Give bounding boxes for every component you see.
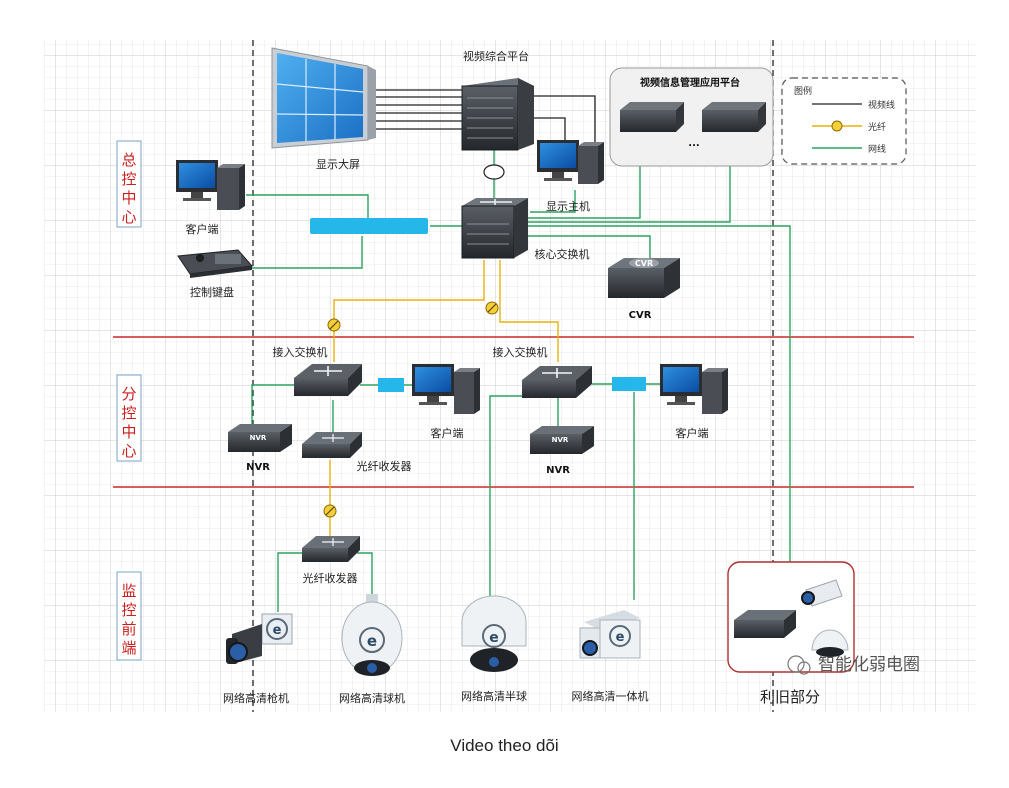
svg-text:e: e [367,632,377,650]
mgmt-ellipsis: ... [688,138,699,149]
box-camera-label: 网络高清一体机 [572,689,649,703]
display-host-label: 显示主机 [546,199,590,213]
bullet-camera-label: 网络高清枪机 [223,691,289,705]
core-switch-label: 核心交换机 [535,247,590,261]
transceiver-frontend-icon [302,536,360,562]
keyboard-label: 控制键盘 [190,285,234,299]
fiber-marker-3 [323,504,337,518]
dome-camera-icon: e [341,594,403,676]
transceiver-frontend-label: 光纤收发器 [303,571,358,585]
nvr-right-icon: NVR [530,426,594,454]
zone-frontend-char-3: 前 [121,620,136,638]
network-lines [246,148,791,612]
mgmt-platform-panel: 视频信息管理应用平台 ... [609,67,774,167]
watermark-text: 智能化弱电圈 [818,655,920,675]
figure-caption: Video theo dõi [450,736,559,755]
client-central-label: 客户端 [186,222,219,236]
watermark: 智能化弱电圈 [787,655,920,675]
box-camera-icon: e [579,610,641,659]
access-switch-right-label: 接入交换机 [493,345,548,359]
nvr-left-badge: NVR [250,434,267,442]
wechat-icon [787,655,805,673]
access-switch-right-icon [522,366,592,398]
branch-hub-right [612,377,646,391]
reuse-bullet-cam-icon [801,579,843,607]
zone-frontend-char-2: 控 [121,601,136,619]
access-switch-left-icon [294,364,362,396]
cable-loop-icon [483,164,505,180]
control-keyboard-icon [177,249,253,278]
display-wall-icon [271,47,376,149]
zone-central-char-4: 心 [121,208,136,226]
reuse-label: 利旧部分 [760,688,820,706]
reuse-dvr-icon [734,610,796,638]
legend-title: 图例 [794,85,812,97]
zone-label-branch: 分 控 中 心 [116,374,142,462]
zone-branch-char-4: 心 [121,442,136,460]
half-dome-label: 网络高清半球 [461,689,527,703]
legend-panel: 图例 视频线 光纤 网线 [781,77,907,165]
display-host-pc-icon [537,140,604,184]
svg-text:e: e [273,623,282,638]
platform-label: 视频综合平台 [463,49,529,63]
display-wall-label: 显示大屏 [316,157,360,171]
bullet-camera-icon: e [226,613,293,664]
legend-fiber-marker [831,120,843,132]
mgmt-server-2-icon [702,102,766,132]
zone-branch-char-3: 中 [121,423,136,441]
cvr-badge: CVR [635,259,653,268]
video-lines [368,89,596,160]
zone-central-char-3: 中 [121,189,136,207]
access-switch-left-label: 接入交换机 [273,345,328,359]
zone-branch-char-1: 分 [121,385,136,403]
reuse-panel [727,561,855,673]
client-pc-left-icon [412,364,480,414]
half-dome-camera-icon: e [461,595,527,672]
client-pc-right-icon [660,364,728,414]
zone-frontend-char-1: 监 [121,582,136,600]
svg-text:e: e [489,630,499,646]
zone-central-char-2: 控 [121,170,136,188]
surveillance-system-diagram: 总 控 中 心 分 控 中 心 监 控 前 端 [44,40,976,712]
zone-label-central: 总 控 中 心 [116,140,142,228]
fiber-marker-1 [327,318,341,332]
transceiver-branch-label: 光纤收发器 [357,459,412,473]
legend-video-label: 视频线 [868,99,895,111]
zone-label-frontend: 监 控 前 端 [116,571,142,661]
fiber-marker-2 [485,301,499,315]
cvr-label: CVR [629,310,652,321]
zone-branch-char-2: 控 [121,404,136,422]
zone-central-char-1: 总 [121,151,136,169]
central-hub-bar [310,218,428,234]
dome-camera-label: 网络高清球机 [339,691,405,705]
legend-fiber-label: 光纤 [868,121,886,133]
svg-text:e: e [616,630,625,645]
transceiver-branch-icon [302,432,362,458]
core-switch-icon [461,198,528,259]
zone-frontend-char-4: 端 [121,639,136,657]
video-platform-rack-icon [461,78,534,151]
client-left-label: 客户端 [431,426,464,440]
cvr-device-icon: CVR [608,258,680,298]
nvr-right-label: NVR [546,465,570,476]
mgmt-server-1-icon [620,102,684,132]
client-pc-central-icon [176,160,245,210]
branch-hub-left [378,378,404,392]
nvr-right-badge: NVR [552,436,569,444]
legend-network-label: 网线 [868,143,886,155]
nvr-left-label: NVR [246,462,270,473]
mgmt-platform-title: 视频信息管理应用平台 [640,76,740,89]
reuse-dome-cam-icon [811,629,849,657]
client-right-label: 客户端 [676,426,709,440]
nvr-left-icon: NVR [228,424,292,452]
